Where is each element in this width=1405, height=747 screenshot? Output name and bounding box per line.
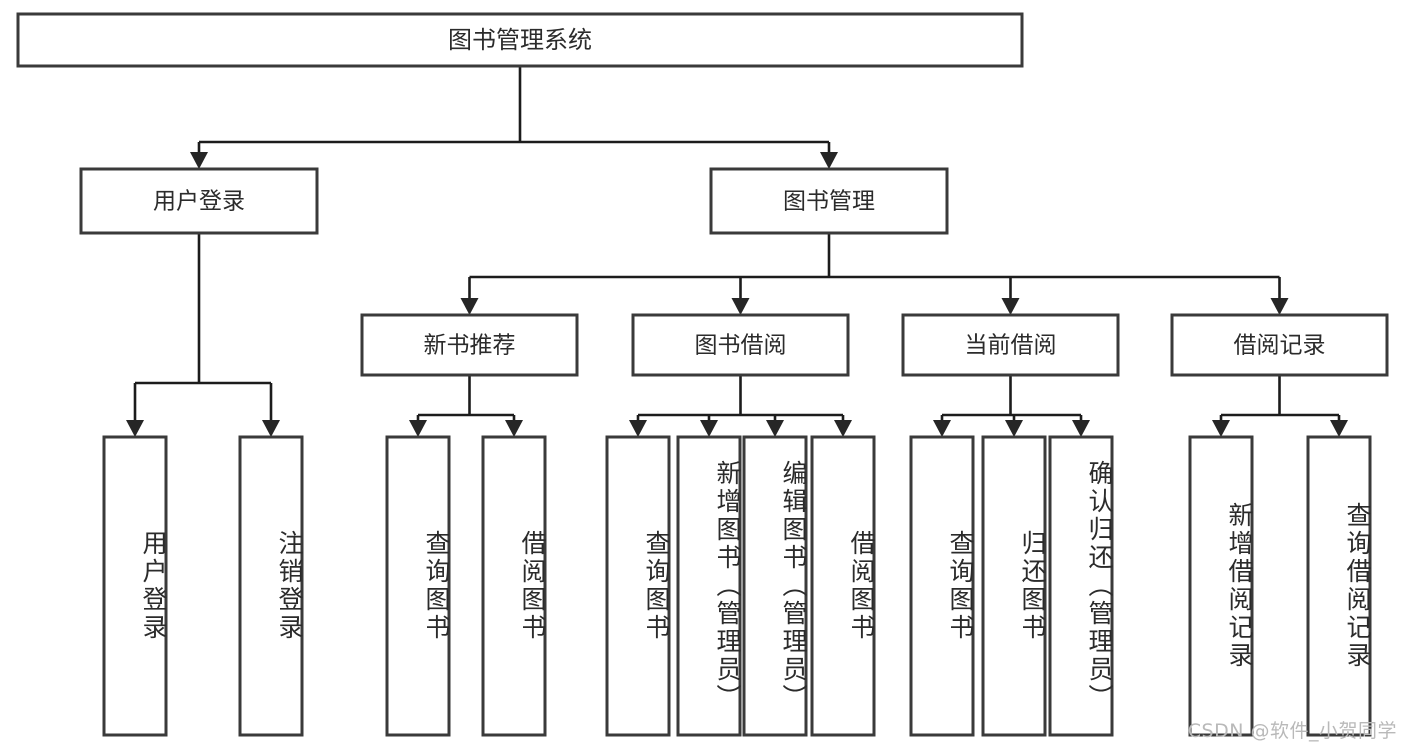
node-leaf-leaf-return-book-rect [981,435,1047,737]
node-leaf-leaf-logout[interactable] [238,435,304,737]
node-leaf-leaf-query-book-2-rect [605,435,671,737]
node-leaf-leaf-borrow-book-1-rect [481,435,547,737]
node-leaf-leaf-add-record[interactable] [1188,435,1254,737]
node-leaf-leaf-query-book-1[interactable] [385,435,451,737]
node-leaf-leaf-borrow-book-2-rect [810,435,876,737]
node-level1-user-login-label: 用户登录 [153,189,245,215]
node-leaf-leaf-query-book-2[interactable] [605,435,671,737]
node-root[interactable]: 图书管理系统 [16,12,1024,68]
node-level1-book-management-rect [709,167,949,235]
arrow-head-icon [933,420,951,437]
arrow-head-icon [126,420,144,437]
arrow-head-icon [1330,420,1348,437]
node-leaf-leaf-borrow-book-2[interactable] [810,435,876,737]
connector-layer [126,66,1348,437]
node-level2-borrow-record-rect [1170,313,1389,377]
node-level2-book-borrow[interactable]: 图书借阅 [631,313,850,377]
node-leaf-leaf-add-book-rect [676,435,742,737]
node-leaf-leaf-query-record-rect [1306,435,1372,737]
node-leaf-leaf-user-login-rect [102,435,168,737]
node-level1-book-management-label: 图书管理 [783,189,875,215]
arrow-head-icon [460,298,479,315]
node-level1-user-login-rect [79,167,319,235]
node-root-label: 图书管理系统 [448,26,592,54]
node-level2-book-borrow-rect [631,313,850,377]
node-leaf-leaf-add-record-rect [1188,435,1254,737]
node-leaf-leaf-query-book-3[interactable] [909,435,975,737]
node-level2-book-borrow-label: 图书借阅 [695,333,787,359]
node-leaf-leaf-add-book[interactable] [676,435,742,737]
arrow-head-icon [731,298,750,315]
node-level1-user-login[interactable]: 用户登录 [79,167,319,235]
node-leaf-leaf-borrow-book-1[interactable] [481,435,547,737]
node-leaf-leaf-query-book-3-rect [909,435,975,737]
node-leaf-leaf-query-record[interactable] [1306,435,1372,737]
arrow-head-icon [262,420,280,437]
node-level2-borrow-record[interactable]: 借阅记录 [1170,313,1389,377]
arrow-head-icon [820,152,838,169]
node-leaf-leaf-confirm-return-rect [1048,435,1114,737]
arrow-head-icon [190,152,208,169]
node-leaf-leaf-query-book-1-rect [385,435,451,737]
node-leaf-leaf-logout-rect [238,435,304,737]
node-level2-new-book-recommend[interactable]: 新书推荐 [360,313,579,377]
node-level2-borrow-record-label: 借阅记录 [1234,333,1326,359]
arrow-head-icon [629,420,647,437]
node-level1-book-management[interactable]: 图书管理 [709,167,949,235]
arrow-head-icon [834,420,852,437]
arrow-head-icon [1005,420,1023,437]
arrow-head-icon [1212,420,1230,437]
node-leaf-leaf-edit-book[interactable] [742,435,808,737]
node-root-rect [16,12,1024,68]
arrow-head-icon [1270,298,1289,315]
arrow-head-icon [505,420,523,437]
node-level2-current-borrow-label: 当前借阅 [965,333,1057,359]
node-level2-new-book-recommend-rect [360,313,579,377]
arrow-head-icon [1072,420,1090,437]
node-level2-current-borrow-rect [901,313,1120,377]
node-leaf-leaf-edit-book-rect [742,435,808,737]
node-leaf-leaf-return-book[interactable] [981,435,1047,737]
node-level2-current-borrow[interactable]: 当前借阅 [901,313,1120,377]
node-level2-new-book-recommend-label: 新书推荐 [424,333,516,359]
arrow-head-icon [700,420,718,437]
node-leaf-leaf-confirm-return[interactable] [1048,435,1114,737]
arrow-head-icon [1001,298,1020,315]
arrow-head-icon [409,420,427,437]
node-leaf-leaf-user-login[interactable] [102,435,168,737]
arrow-head-icon [766,420,784,437]
